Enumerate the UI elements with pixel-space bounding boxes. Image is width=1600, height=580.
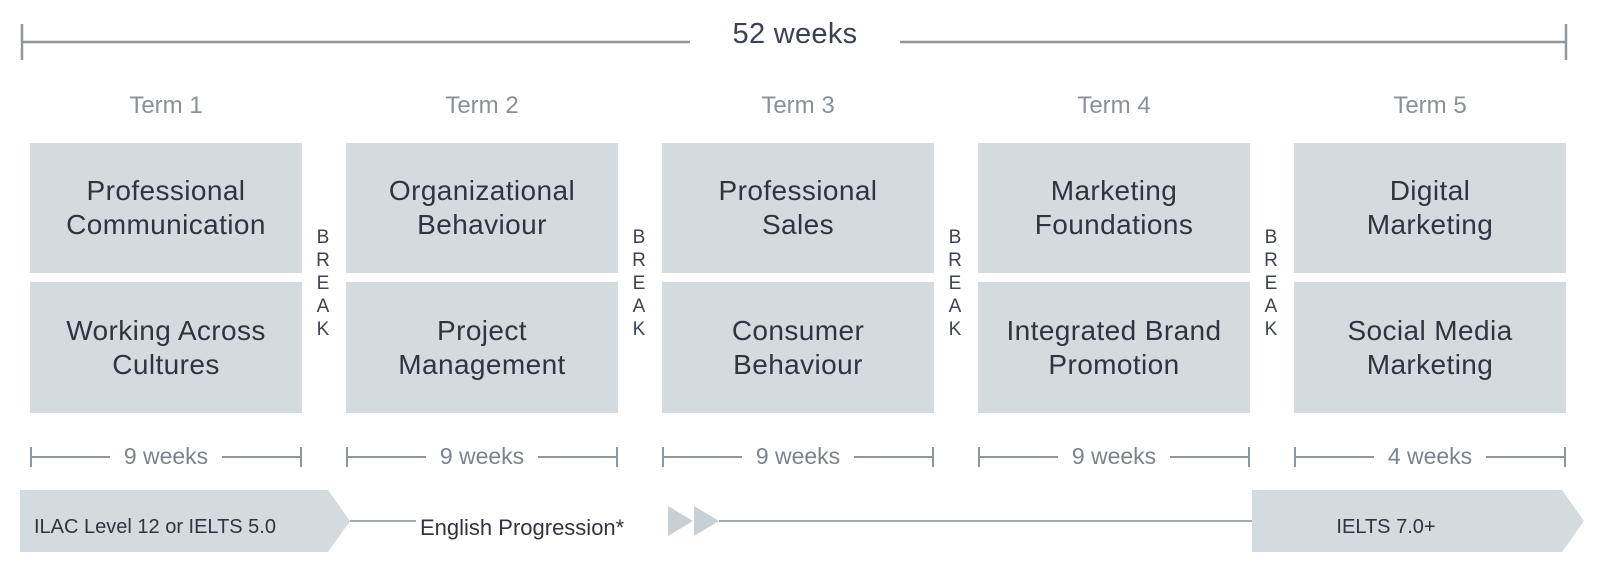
course-box: Organizational Behaviour — [346, 143, 618, 273]
end-level-arrow — [1252, 490, 1584, 552]
term-duration-text: 9 weeks — [425, 443, 539, 469]
term-label: Term 4 — [1077, 92, 1151, 119]
term-label: Term 3 — [761, 92, 835, 119]
term-duration-label: 9 weeks — [662, 443, 934, 470]
term-duration-label: 9 weeks — [978, 443, 1250, 470]
term-duration-text: 4 weeks — [1373, 443, 1487, 469]
english-progression-graphic — [20, 490, 1584, 552]
course-box: Marketing Foundations — [978, 143, 1250, 273]
term-label: Term 5 — [1393, 92, 1467, 119]
term-duration-label: 4 weeks — [1294, 443, 1566, 470]
term-duration-label: 9 weeks — [346, 443, 618, 470]
course-box: Project Management — [346, 282, 618, 413]
course-box: Integrated Brand Promotion — [978, 282, 1250, 413]
total-duration-label: 52 weeks — [690, 18, 900, 51]
term-duration-text: 9 weeks — [741, 443, 855, 469]
course-box: Professional Sales — [662, 143, 934, 273]
term-duration-text: 9 weeks — [1057, 443, 1171, 469]
course-box: Professional Communication — [30, 143, 302, 273]
english-progression-label: English Progression* — [420, 515, 625, 540]
course-box: Digital Marketing — [1294, 143, 1566, 273]
course-box: Social Media Marketing — [1294, 282, 1566, 413]
course-box: Consumer Behaviour — [662, 282, 934, 413]
end-english-level: IELTS 7.0+ — [1336, 516, 1436, 538]
fast-forward-icon-1 — [668, 506, 693, 536]
start-english-level: ILAC Level 12 or IELTS 5.0 — [34, 516, 276, 538]
term-duration-text: 9 weeks — [109, 443, 223, 469]
fast-forward-icon-2 — [694, 506, 719, 536]
course-box: Working Across Cultures — [30, 282, 302, 413]
term-label: Term 1 — [129, 92, 203, 119]
term-label: Term 2 — [445, 92, 519, 119]
start-level-arrow — [20, 490, 350, 552]
term-duration-label: 9 weeks — [30, 443, 302, 470]
